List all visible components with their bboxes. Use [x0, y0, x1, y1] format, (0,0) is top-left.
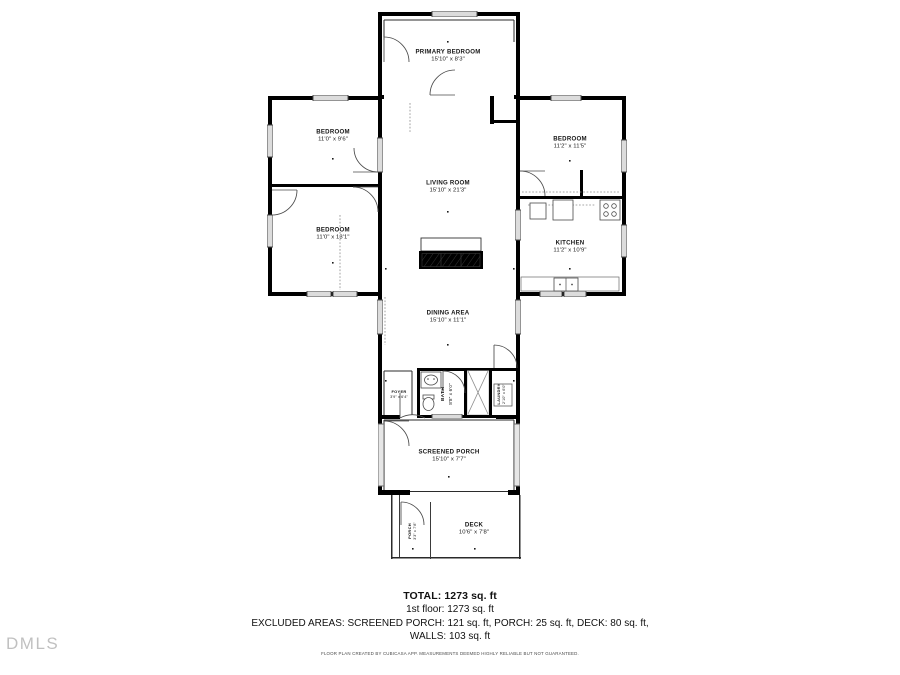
kitchen-fixtures: [520, 199, 621, 292]
stair-hatch: [419, 237, 483, 269]
anchor-dots: [332, 41, 571, 550]
total-area-label: TOTAL: 1273 sq. ft: [403, 590, 497, 602]
area-summary: TOTAL: 1273 sq. ft 1st floor: 1273 sq. f…: [0, 590, 900, 656]
first-floor-area-label: 1st floor: 1273 sq. ft: [406, 604, 494, 615]
laundry-appliance: [493, 383, 513, 407]
door-swings: [271, 36, 546, 526]
disclaimer-text: FLOOR PLAN CREATED BY CUBICASA APP. MEAS…: [321, 650, 579, 656]
bath-fixtures: [420, 371, 442, 411]
excluded-areas-label: EXCLUDED AREAS: SCREENED PORCH: 121 sq. …: [251, 618, 649, 629]
windows: [266, 10, 628, 487]
closet-marker: [467, 370, 489, 415]
walls-area-label: WALLS: 103 sq. ft: [409, 630, 491, 642]
